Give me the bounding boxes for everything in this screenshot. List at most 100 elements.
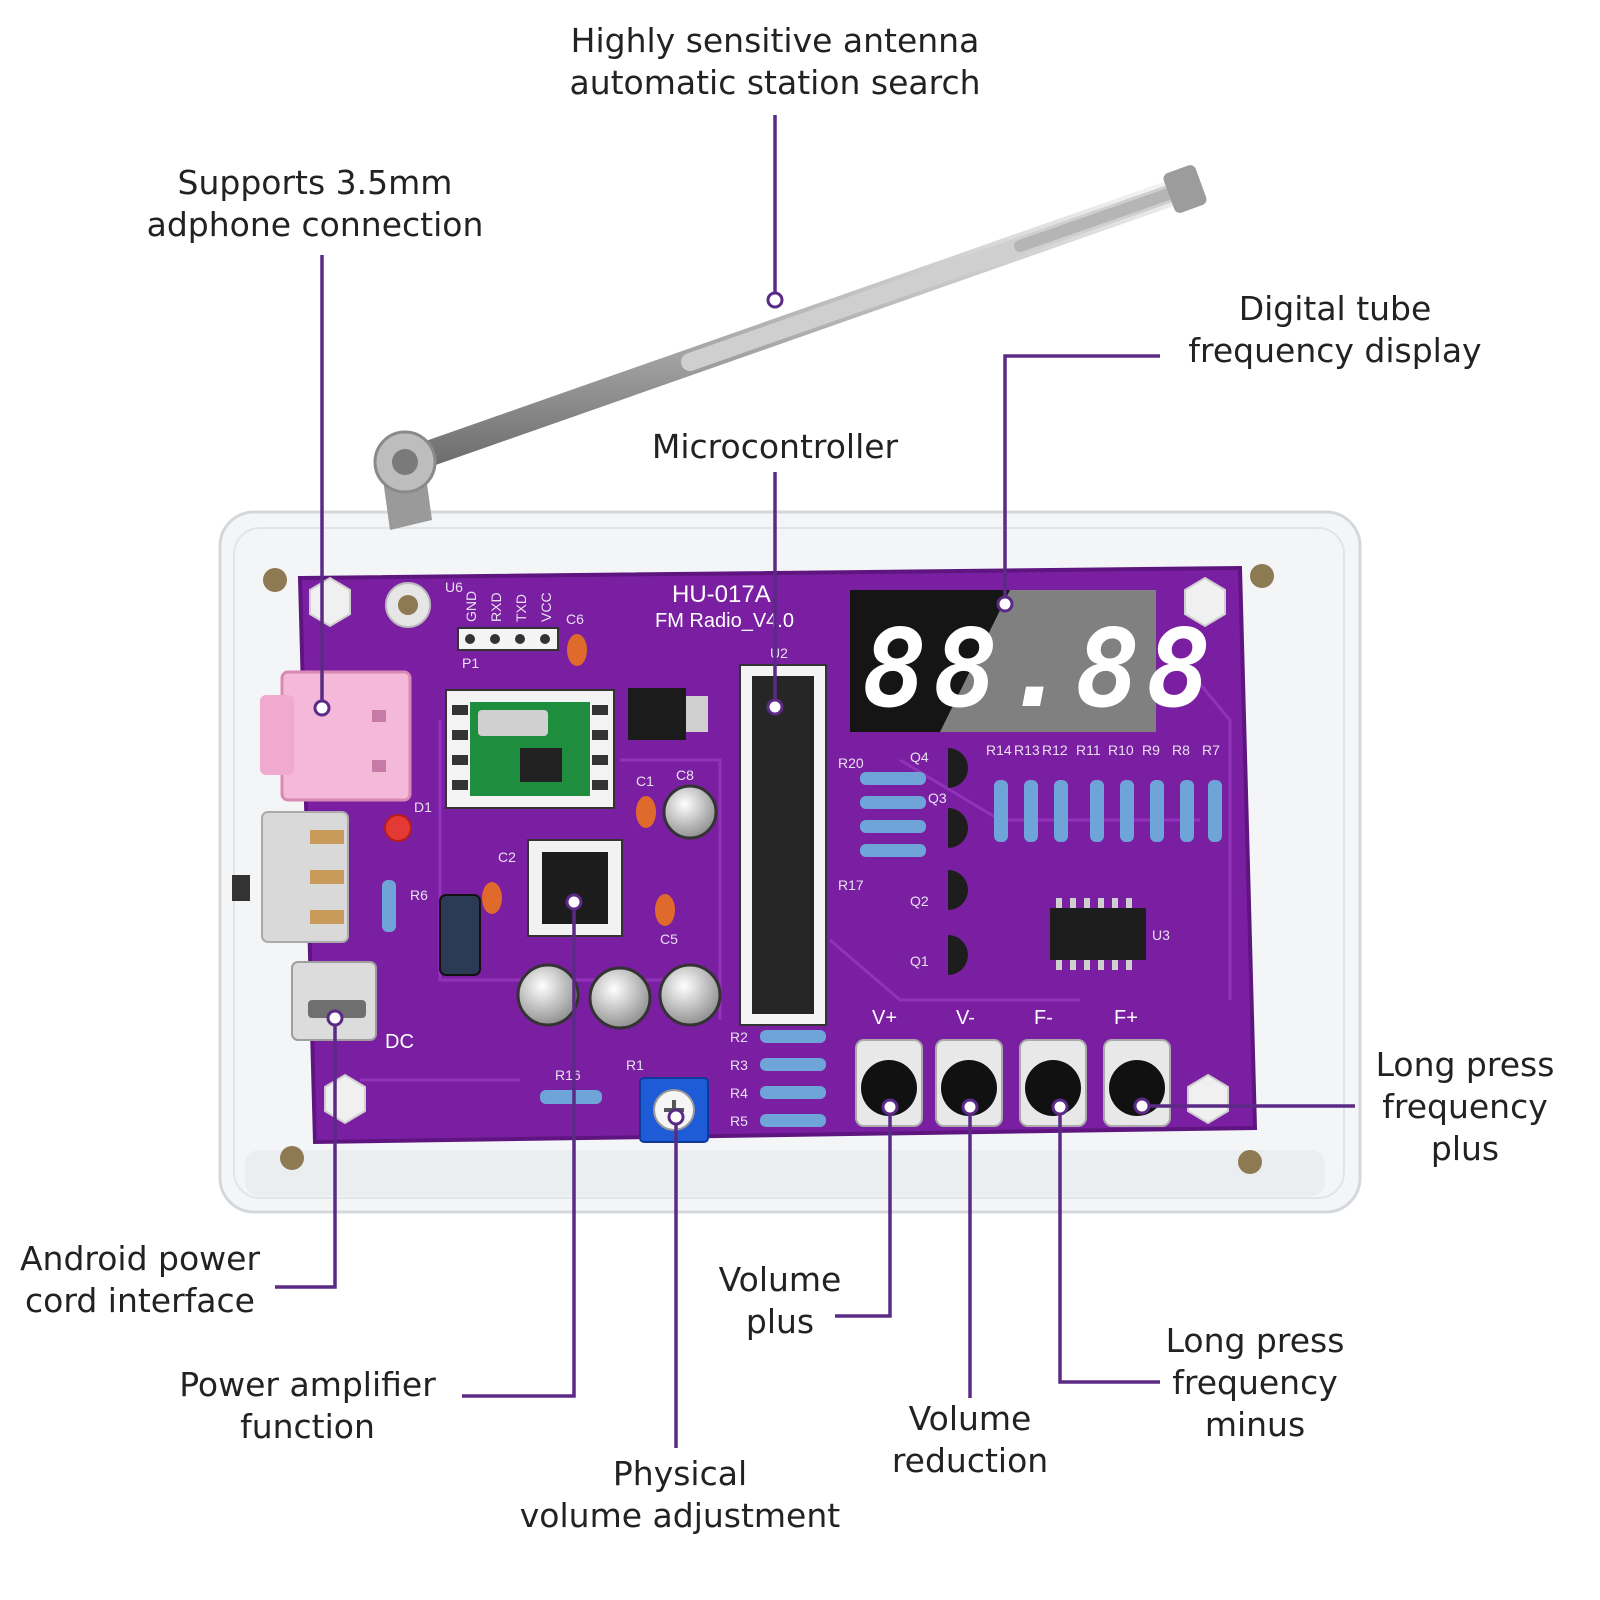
- callout-freq-plus-line2: frequency: [1382, 1087, 1548, 1126]
- resistors-small: [382, 880, 602, 1104]
- label-r2: R2: [730, 1029, 748, 1045]
- callout-android-power: Android power cord interface: [5, 1238, 275, 1322]
- header-pin-rxd: RXD: [488, 592, 504, 622]
- label-c1: C1: [636, 773, 654, 789]
- button-f-minus-label: F-: [1034, 1007, 1053, 1029]
- leader-power-amp: [462, 902, 576, 1398]
- leader-lines: [275, 115, 1355, 1448]
- callout-physical-volume-line1: Physical: [612, 1454, 748, 1493]
- label-r9: R9: [1142, 742, 1160, 758]
- label-r1: R1: [626, 1057, 644, 1073]
- callout-volume-reduction-line1: Volume: [908, 1399, 1032, 1438]
- callout-freq-minus-line1: Long press: [1165, 1321, 1345, 1360]
- callout-freq-minus: Long press frequency minus: [1150, 1320, 1360, 1446]
- label-r17: R17: [838, 877, 864, 893]
- callout-antenna: Highly sensitive antenna automatic stati…: [540, 20, 1010, 104]
- telescopic-antenna: [373, 165, 1207, 530]
- label-r7: R7: [1202, 742, 1220, 758]
- label-c2: C2: [498, 849, 516, 865]
- transistors: [948, 748, 968, 975]
- resistor-column: R2 R3 R4 R5: [730, 1029, 826, 1129]
- callout-volume-plus-line1: Volume: [718, 1260, 842, 1299]
- callout-volume-plus-line2: plus: [745, 1302, 815, 1341]
- callout-freq-minus-line2: frequency: [1172, 1363, 1338, 1402]
- callout-physical-volume: Physical volume adjustment: [515, 1453, 845, 1537]
- button-f-minus[interactable]: F-: [1019, 1007, 1087, 1127]
- callout-power-amp: Power amplifier function: [160, 1364, 455, 1448]
- callout-display-line2: frequency display: [1188, 331, 1482, 370]
- frequency-display: 88.88: [850, 590, 1217, 732]
- callout-headphone-line2: adphone connection: [146, 205, 484, 244]
- power-switch: [232, 811, 349, 943]
- callout-power-amp-line1: Power amplifier: [179, 1365, 436, 1404]
- callout-display-line1: Digital tube: [1238, 289, 1432, 328]
- callout-headphone-line1: Supports 3.5mm: [177, 163, 453, 202]
- button-v-plus-label: V+: [872, 1007, 897, 1029]
- button-v-minus-label: V-: [956, 1007, 975, 1029]
- voltage-regulator: [628, 688, 708, 740]
- board-name-label: FM Radio_V4.0: [655, 610, 794, 632]
- callout-mcu-line1: Microcontroller: [651, 427, 899, 466]
- microcontroller-chip: U2: [739, 645, 827, 1026]
- button-v-plus[interactable]: V+: [855, 1007, 923, 1127]
- board-model-label: HU-017A: [672, 581, 771, 608]
- callout-antenna-line1: Highly sensitive antenna: [570, 21, 980, 60]
- header-pin-txd: TXD: [513, 594, 529, 622]
- label-q1: Q1: [910, 953, 929, 969]
- label-u3: U3: [1152, 927, 1170, 943]
- label-r13: R13: [1014, 742, 1040, 758]
- callout-power-amp-line2: function: [240, 1407, 375, 1446]
- label-c8: C8: [676, 767, 694, 783]
- dc-port-label: DC: [385, 1031, 414, 1053]
- callout-android-power-line1: Android power: [19, 1239, 261, 1278]
- serial-header: GND RXD TXD VCC P1: [457, 591, 559, 671]
- leader-dots: [313, 291, 1151, 1126]
- label-c5: C5: [660, 931, 678, 947]
- header-label: U6: [445, 579, 463, 595]
- label-d1: D1: [414, 799, 432, 815]
- driver-ic-u3: U3: [1050, 898, 1170, 970]
- leader-display: [1003, 354, 1160, 604]
- label-r14: R14: [986, 742, 1012, 758]
- display-digits: 88.88: [862, 607, 1217, 732]
- button-v-minus[interactable]: V-: [935, 1007, 1003, 1127]
- callout-volume-reduction: Volume reduction: [875, 1398, 1065, 1482]
- micro-usb-port: DC: [291, 961, 414, 1053]
- electrolytic-capacitors: [439, 784, 722, 1030]
- leader-volume-plus: [835, 1107, 892, 1318]
- callout-android-power-line2: cord interface: [25, 1281, 255, 1320]
- ceramic-capacitors: [482, 634, 675, 926]
- callout-antenna-line2: automatic station search: [569, 63, 981, 102]
- fm-module: [445, 689, 615, 809]
- label-r20: R20: [838, 755, 864, 771]
- label-r12: R12: [1042, 742, 1068, 758]
- label-q3: Q3: [928, 790, 947, 806]
- label-r4: R4: [730, 1085, 748, 1101]
- label-r5: R5: [730, 1113, 748, 1129]
- callout-freq-minus-line3: minus: [1204, 1405, 1306, 1444]
- resistor-stack: [860, 772, 926, 857]
- leader-freq-minus: [1058, 1107, 1160, 1384]
- label-r3: R3: [730, 1057, 748, 1073]
- header-name: P1: [462, 655, 479, 671]
- callout-volume-reduction-line2: reduction: [891, 1441, 1049, 1480]
- header-pin-gnd: GND: [463, 591, 479, 622]
- callout-physical-volume-line2: volume adjustment: [519, 1496, 841, 1535]
- callout-freq-plus-line3: plus: [1430, 1129, 1500, 1168]
- callout-volume-plus: Volume plus: [700, 1259, 860, 1343]
- header-pin-vcc: VCC: [538, 592, 554, 622]
- label-q4: Q4: [910, 749, 929, 765]
- label-c6: C6: [566, 611, 584, 627]
- led-d1: D1: [384, 799, 432, 842]
- callout-headphone: Supports 3.5mm adphone connection: [130, 162, 500, 246]
- callout-mcu: Microcontroller: [620, 426, 930, 468]
- label-u2: U2: [770, 645, 788, 661]
- resistor-row: [994, 780, 1222, 842]
- label-r6: R6: [410, 887, 428, 903]
- callout-freq-plus: Long press frequency plus: [1360, 1044, 1570, 1170]
- label-r11: R11: [1076, 742, 1101, 758]
- label-r10: R10: [1108, 742, 1134, 758]
- headphone-jack: [260, 670, 412, 802]
- callout-display: Digital tube frequency display: [1175, 288, 1495, 372]
